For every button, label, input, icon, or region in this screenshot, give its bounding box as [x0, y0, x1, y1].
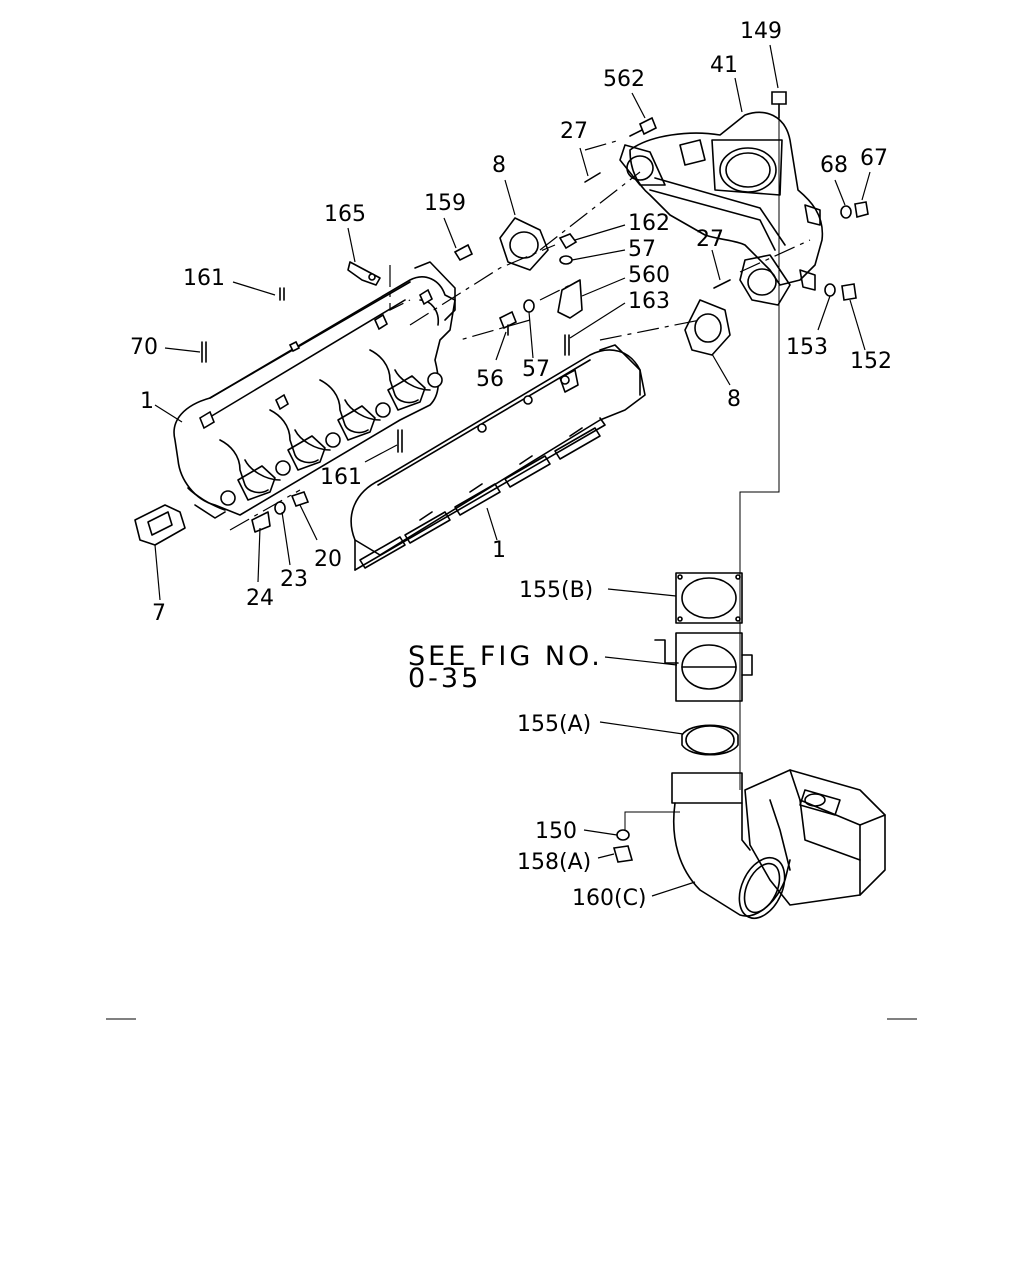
exhaust-manifold — [350, 344, 646, 571]
callout-56: 56 — [476, 367, 504, 392]
callout-27-upper: 27 — [560, 119, 588, 144]
callout-562: 562 — [603, 67, 645, 92]
callout-23: 23 — [280, 567, 308, 592]
throttle-body-ref — [654, 632, 753, 702]
callout-1-exhaust: 1 — [492, 538, 506, 563]
intake-duct-160c — [671, 769, 886, 920]
see-fig-note: SEE FIG NO. 0-35 — [408, 641, 603, 694]
gasket-8-upper — [499, 217, 549, 271]
callout-24: 24 — [246, 586, 274, 611]
callout-159: 159 — [424, 191, 466, 216]
callout-161-upper: 161 — [183, 266, 225, 291]
callout-70: 70 — [130, 335, 158, 360]
hardware-parts — [134, 91, 869, 546]
gasket-8-lower — [684, 299, 731, 356]
callout-158a: 158(A) — [517, 850, 591, 875]
callout-160c: 160(C) — [572, 886, 647, 911]
callout-161-lower: 161 — [320, 465, 362, 490]
callout-41: 41 — [710, 53, 738, 78]
callout-leaders — [154, 44, 871, 897]
callout-1-intake: 1 — [140, 389, 154, 414]
callout-68: 68 — [820, 153, 848, 178]
alignment-lines — [229, 115, 811, 830]
callout-7: 7 — [152, 601, 166, 626]
callout-162: 162 — [628, 211, 670, 236]
see-fig-note-line2: 0-35 — [408, 663, 481, 694]
callout-163: 163 — [628, 289, 670, 314]
callout-57-upper: 57 — [628, 237, 656, 262]
intake-manifold — [173, 261, 456, 519]
callout-57-lower: 57 — [522, 357, 550, 382]
callout-153: 153 — [786, 335, 828, 360]
callout-20: 20 — [314, 547, 342, 572]
callout-155b: 155(B) — [519, 578, 593, 603]
callout-67: 67 — [860, 146, 888, 171]
callout-27-lower: 27 — [696, 227, 724, 252]
upper-pipe-41 — [619, 111, 824, 306]
callout-8-lower: 8 — [727, 387, 741, 412]
see-fig-note-line1: SEE FIG NO. — [408, 641, 603, 672]
callout-149: 149 — [740, 19, 782, 44]
callout-labels: 149 41 562 27 68 67 8 159 165 162 57 27 … — [130, 19, 892, 911]
callout-560: 560 — [628, 263, 670, 288]
callout-8-upper: 8 — [492, 153, 506, 178]
callout-152: 152 — [850, 349, 892, 374]
callout-150: 150 — [535, 819, 577, 844]
seal-ring-155a — [681, 724, 739, 756]
gasket-155b — [675, 572, 743, 624]
callout-165: 165 — [324, 202, 366, 227]
callout-155a: 155(A) — [517, 712, 591, 737]
